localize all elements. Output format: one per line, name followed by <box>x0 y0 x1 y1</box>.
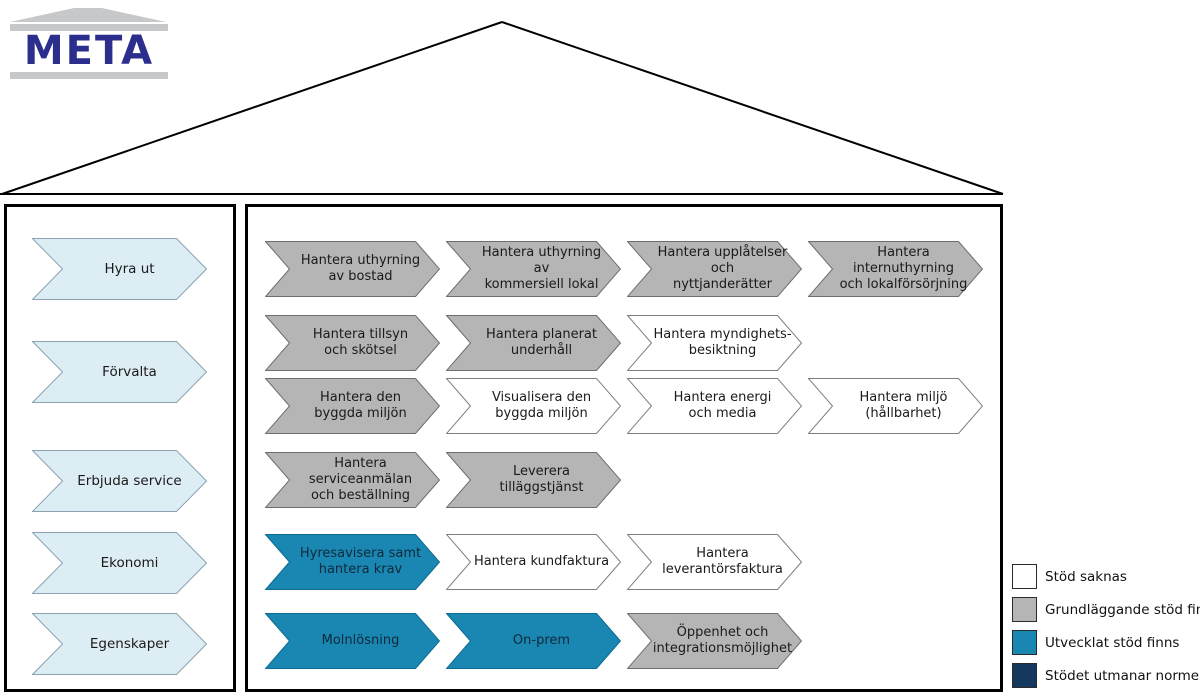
process-arrow: Öppenhet och integrationsmöjlighet <box>627 613 802 669</box>
process-arrow: Hantera den byggda miljön <box>265 378 440 434</box>
process-arrow-label: Hantera myndighets- besiktning <box>653 326 792 358</box>
process-arrow: Molnlösning <box>265 613 440 669</box>
process-arrow-label: Visualisera den byggda miljön <box>491 389 592 421</box>
process-arrow: Hantera uthyrning av bostad <box>265 241 440 297</box>
process-arrow: Hantera upplåtelser och nyttjanderätter <box>627 241 802 297</box>
process-row-erbjuda-service: Hantera serviceanmälan och beställning Le… <box>265 452 621 508</box>
legend-item: Stöd saknas <box>1012 564 1200 589</box>
process-arrow-label: Molnlösning <box>321 632 400 648</box>
process-row-hyra-ut: Hantera uthyrning av bostad Hantera uthyr… <box>265 241 983 297</box>
process-arrow: Hantera uthyrning av kommersiell lokal <box>446 241 621 297</box>
process-arrow-label: Hantera uthyrning av bostad <box>300 252 421 284</box>
process-row-egenskaper: Molnlösning On-prem Öppenhet och integrati… <box>265 613 802 669</box>
legend-swatch-norm <box>1012 663 1037 688</box>
capabilities-box: dinafastigheter Hantera uthyrning av bos… <box>245 204 1003 692</box>
process-arrow-label: Hantera miljö (hållbarhet) <box>859 389 948 421</box>
process-arrow-label: Hantera den byggda miljön <box>314 389 407 421</box>
process-arrow-label: On-prem <box>512 632 571 648</box>
process-arrow: Hantera tillsyn och skötsel <box>265 315 440 371</box>
meta-logo-roof-icon <box>10 8 166 22</box>
legend-swatch-developed <box>1012 630 1037 655</box>
process-arrow: On-prem <box>446 613 621 669</box>
process-arrow: Hantera miljö (hållbarhet) <box>808 378 983 434</box>
process-arrow-label: Hantera tillsyn och skötsel <box>312 326 409 358</box>
legend-item: Grundläggande stöd finns <box>1012 597 1200 622</box>
meta-logo-text: META <box>23 28 155 74</box>
process-arrow-label: Hantera planerat underhåll <box>486 326 597 358</box>
legend-label: Stödet utmanar normer <box>1045 667 1200 684</box>
process-arrow: Hantera kundfaktura <box>446 534 621 590</box>
process-arrow-label: Öppenhet och integrationsmöjlighet <box>652 624 793 656</box>
sidebar-arrow: Egenskaper <box>32 613 207 675</box>
process-arrow: Leverera tilläggstjänst <box>446 452 621 508</box>
process-arrow: Hantera planerat underhåll <box>446 315 621 371</box>
process-arrow-label: Hantera energi och media <box>673 389 772 421</box>
process-arrow-label: Hantera upplåtelser och nyttjanderätter <box>657 244 788 293</box>
sidebar-arrow: Ekonomi <box>32 532 207 594</box>
sidebar-arrow: Hyra ut <box>32 238 207 300</box>
sidebar-arrow: Förvalta <box>32 341 207 403</box>
process-arrow: Visualisera den byggda miljön <box>446 378 621 434</box>
legend-item: Stödet utmanar normer <box>1012 663 1200 688</box>
legend-label: Stöd saknas <box>1045 568 1127 585</box>
process-arrow-label: Hantera uthyrning av kommersiell lokal <box>481 244 602 293</box>
process-arrow-label: Leverera tilläggstjänst <box>499 463 584 495</box>
process-arrow-label: Hantera serviceanmälan och beställning <box>308 455 413 504</box>
process-arrow: Hantera leverantörsfaktura <box>627 534 802 590</box>
process-row-forvalta-1: Hantera tillsyn och skötsel Hantera plane… <box>265 315 802 371</box>
meta-logo-bar-top <box>10 24 168 31</box>
process-row-ekonomi: Hyresavisera samt hantera krav Hantera ku… <box>265 534 802 590</box>
sidebar-arrow-label: Hyra ut <box>104 260 155 277</box>
process-arrow: Hantera internuthyrning och lokalförsörj… <box>808 241 983 297</box>
process-row-forvalta-2: Hantera den byggda miljön Visualisera den… <box>265 378 983 434</box>
meta-logo: META <box>8 6 170 79</box>
process-arrow-label: Hantera leverantörsfaktura <box>662 545 783 577</box>
legend-item: Utvecklat stöd finns <box>1012 630 1200 655</box>
sidebar-arrow-label: Egenskaper <box>89 635 170 652</box>
process-arrow-label: Hantera kundfaktura <box>473 553 610 569</box>
house-roof <box>0 21 1004 195</box>
sidebar-arrow-label: Erbjuda service <box>77 472 182 489</box>
process-arrow: Hantera energi och media <box>627 378 802 434</box>
sidebar-arrow-label: Förvalta <box>102 363 157 380</box>
sidebar-arrow-label: Ekonomi <box>100 554 159 571</box>
legend-label: Utvecklat stöd finns <box>1045 634 1180 651</box>
sidebar-arrow: Erbjuda service <box>32 450 207 512</box>
process-arrow-label: Hyresavisera samt hantera krav <box>299 545 422 577</box>
process-arrow: Hantera myndighets- besiktning <box>627 315 802 371</box>
meta-logo-bar-bottom <box>10 72 168 79</box>
legend-swatch-none <box>1012 564 1037 589</box>
legend-label: Grundläggande stöd finns <box>1045 601 1200 618</box>
legend-swatch-basic <box>1012 597 1037 622</box>
process-arrow: Hyresavisera samt hantera krav <box>265 534 440 590</box>
process-arrow: Hantera serviceanmälan och beställning <box>265 452 440 508</box>
process-arrow-label: Hantera internuthyrning och lokalförsörj… <box>839 244 968 293</box>
